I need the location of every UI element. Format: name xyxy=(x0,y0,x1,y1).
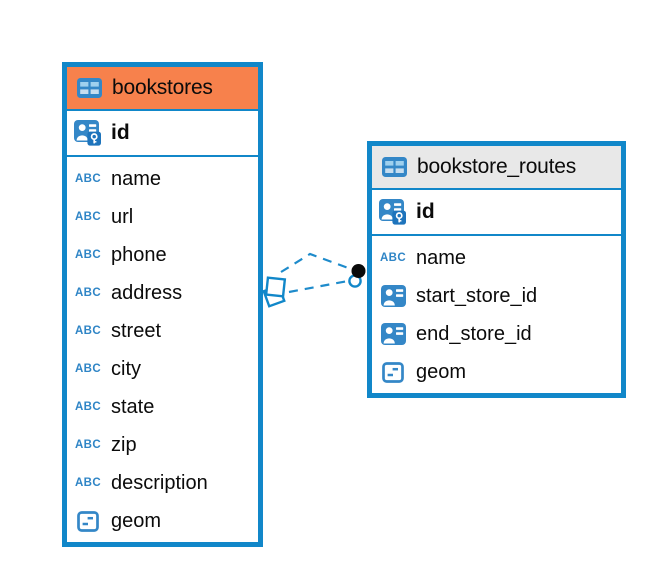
column-row[interactable]: ABC name xyxy=(372,239,621,277)
column-name: name xyxy=(111,167,162,190)
entity-columns: ABC name ABC url ABC phone ABC address A… xyxy=(67,157,258,540)
column-row[interactable]: ABC street xyxy=(67,312,258,350)
geometry-type-icon xyxy=(74,510,102,532)
stacked-squares-marker xyxy=(262,276,287,308)
column-row[interactable]: ABC url xyxy=(67,198,258,236)
column-name: description xyxy=(111,471,208,494)
text-type-icon: ABC xyxy=(74,476,102,490)
column-row[interactable]: geom xyxy=(67,502,258,540)
table-title: bookstore_routes xyxy=(417,155,577,178)
text-type-icon: ABC xyxy=(74,248,102,262)
column-row[interactable]: ABC phone xyxy=(67,236,258,274)
entity-bookstore-routes[interactable]: bookstore_routes id ABC xyxy=(367,141,626,398)
table-title: bookstores xyxy=(112,76,213,99)
column-name: street xyxy=(111,319,162,342)
column-name: id xyxy=(111,121,130,144)
text-type-icon: ABC xyxy=(74,362,102,376)
person-reference-icon xyxy=(379,323,407,345)
column-name: start_store_id xyxy=(416,284,538,307)
column-name: address xyxy=(111,281,183,304)
text-type-icon: ABC xyxy=(74,400,102,414)
text-type-icon: ABC xyxy=(74,172,102,186)
column-row[interactable]: ABC address xyxy=(67,274,258,312)
person-reference-icon xyxy=(379,285,407,307)
column-row[interactable]: end_store_id xyxy=(372,315,621,353)
column-row[interactable]: ABC description xyxy=(67,464,258,502)
column-row[interactable]: geom xyxy=(372,353,621,391)
dot-marker xyxy=(348,264,366,288)
column-name: geom xyxy=(111,509,162,532)
relationship-line-lower[interactable] xyxy=(288,279,349,294)
column-row[interactable]: ABC state xyxy=(67,388,258,426)
column-name: phone xyxy=(111,243,167,266)
column-name: end_store_id xyxy=(416,322,532,345)
column-name: id xyxy=(416,200,435,223)
column-name: geom xyxy=(416,360,467,383)
relationship-line-upper[interactable] xyxy=(280,252,352,273)
person-key-icon xyxy=(74,120,102,146)
column-row[interactable]: ABC name xyxy=(67,160,258,198)
text-type-icon: ABC xyxy=(74,286,102,300)
text-type-icon: ABC xyxy=(74,438,102,452)
text-type-icon: ABC xyxy=(74,324,102,338)
column-name: zip xyxy=(111,433,137,456)
column-name: city xyxy=(111,357,141,380)
table-icon xyxy=(380,157,408,177)
column-name: name xyxy=(416,246,467,269)
column-row[interactable]: start_store_id xyxy=(372,277,621,315)
text-type-icon: ABC xyxy=(74,210,102,224)
entity-columns: ABC name start_store_id xyxy=(372,236,621,391)
column-name: url xyxy=(111,205,134,228)
column-row-pk[interactable]: id xyxy=(372,190,621,236)
entity-bookstores[interactable]: bookstores id ABC xyxy=(62,62,263,547)
entity-header-bookstore-routes[interactable]: bookstore_routes xyxy=(372,146,621,190)
column-name: state xyxy=(111,395,155,418)
person-key-icon xyxy=(379,199,407,225)
text-type-icon: ABC xyxy=(379,251,407,265)
geometry-type-icon xyxy=(379,361,407,383)
entity-header-bookstores[interactable]: bookstores xyxy=(67,67,258,111)
column-row-pk[interactable]: id xyxy=(67,111,258,157)
table-icon xyxy=(75,78,103,98)
column-row[interactable]: ABC city xyxy=(67,350,258,388)
column-row[interactable]: ABC zip xyxy=(67,426,258,464)
